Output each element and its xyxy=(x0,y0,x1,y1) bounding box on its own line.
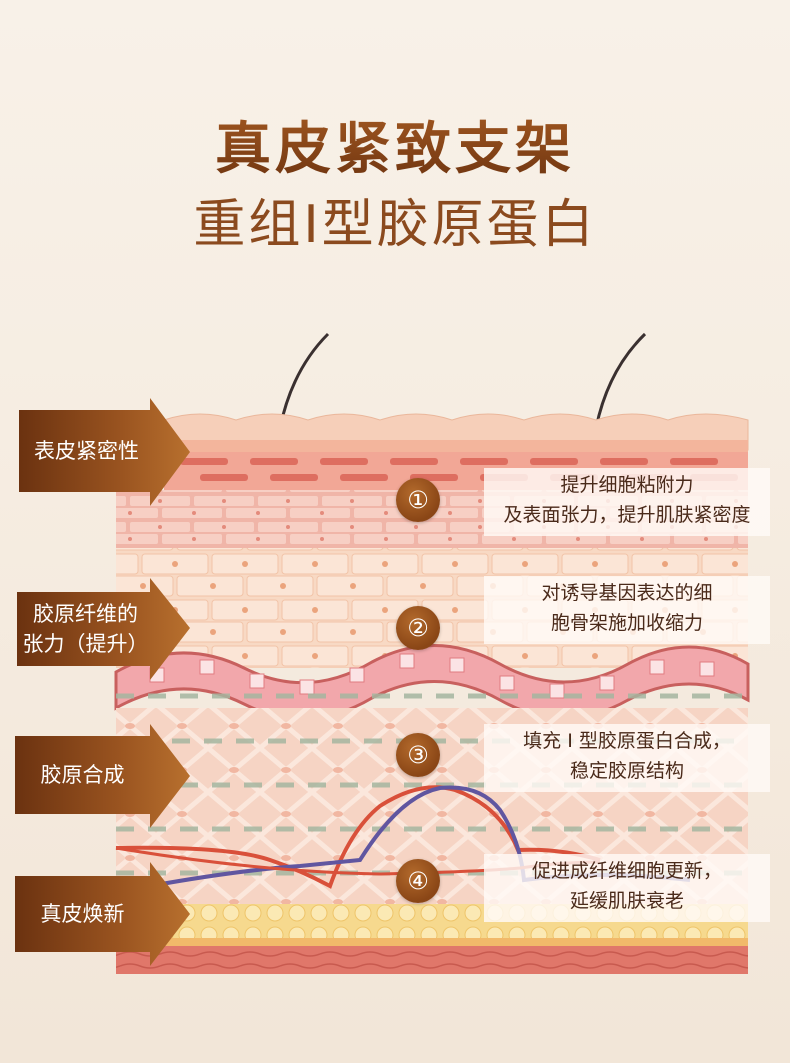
layer-label-text: 胶原纤维的 xyxy=(33,602,138,626)
layer-label-text: 表皮紧密性 xyxy=(34,439,139,463)
page-title: 真皮紧致支架 xyxy=(0,104,790,185)
step-badge-2: ② xyxy=(396,606,440,650)
arrow-label-bg xyxy=(17,578,190,680)
layer-description-4: 促进成纤维细胞更新， 延缓肌肤衰老 xyxy=(484,854,770,922)
layer-label-epidermis: 表皮紧密性 xyxy=(19,410,154,492)
description-line: 及表面张力，提升肌肤紧密度 xyxy=(503,504,751,526)
layer-label-text: 胶原合成 xyxy=(40,763,125,787)
hair-strand xyxy=(278,332,330,429)
hair-strand xyxy=(594,332,647,429)
description-line: 对诱导基因表达的细 xyxy=(541,582,713,604)
layer-label-synthesis: 胶原合成 xyxy=(15,736,150,814)
layer-label-text: 张力（提升） xyxy=(22,632,149,656)
layer-label-tension: 胶原纤维的 张力（提升） xyxy=(17,592,154,666)
description-line: 促进成纤维细胞更新， xyxy=(531,860,722,882)
layer-description-2: 对诱导基因表达的细 胞骨架施加收缩力 xyxy=(484,576,770,644)
step-badge-3: ③ xyxy=(396,733,440,777)
layer-description-1: 提升细胞粘附力 及表面张力，提升肌肤紧密度 xyxy=(484,468,770,536)
arrow-label-bg xyxy=(15,862,190,966)
description-line: 填充 Ⅰ 型胶原蛋白合成， xyxy=(523,730,731,752)
layer-label-renewal: 真皮焕新 xyxy=(15,876,150,952)
step-badge-1: ① xyxy=(396,478,440,522)
description-line: 提升细胞粘附力 xyxy=(560,474,694,496)
arrow-label-bg xyxy=(15,724,190,828)
layer-label-text: 真皮焕新 xyxy=(40,902,125,926)
layer-description-3: 填充 Ⅰ 型胶原蛋白合成， 稳定胶原结构 xyxy=(484,724,770,792)
step-badge-4: ④ xyxy=(396,859,440,903)
page-subtitle: 重组I型胶原蛋白 xyxy=(193,195,597,255)
basement-membrane xyxy=(114,644,750,721)
description-line: 延缓肌肤衰老 xyxy=(569,890,684,912)
description-line: 胞骨架施加收缩力 xyxy=(550,612,703,634)
arrow-label-bg xyxy=(19,398,190,506)
description-line: 稳定胶原结构 xyxy=(569,760,684,782)
